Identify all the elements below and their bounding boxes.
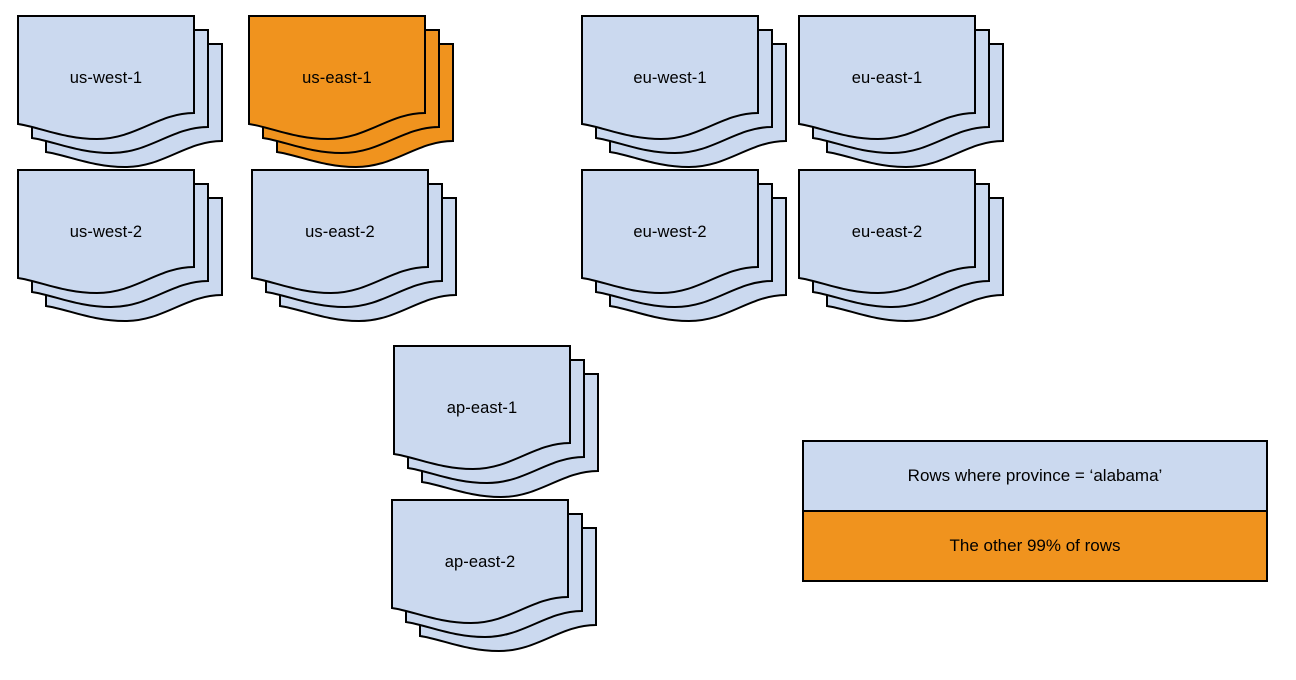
region-stack-ap-east-2[interactable]: ap-east-2 [390,498,598,653]
legend-row-alabama-rows: Rows where province = ‘alabama’ [804,442,1266,512]
document-sheet [248,15,426,141]
document-sheet [581,169,759,295]
document-sheet [798,15,976,141]
region-stack-us-west-2[interactable]: us-west-2 [16,168,224,323]
legend-row-other-rows: The other 99% of rows [804,512,1266,580]
region-stack-eu-east-2[interactable]: eu-east-2 [797,168,1005,323]
region-stack-ap-east-1[interactable]: ap-east-1 [392,344,600,499]
document-sheet [798,169,976,295]
stack-sheets [391,499,597,653]
document-sheet [251,169,429,295]
legend-row-label: Rows where province = ‘alabama’ [907,466,1163,485]
region-stack-eu-west-2[interactable]: eu-west-2 [580,168,788,323]
stack-sheets [798,15,1004,169]
document-sheet [17,169,195,295]
stack-sheets [798,169,1004,323]
legend: Rows where province = ‘alabama’ The other… [802,440,1268,582]
document-sheet [17,15,195,141]
stack-sheets [251,169,457,323]
region-stack-us-east-1[interactable]: us-east-1 [247,14,455,169]
stack-sheets [581,169,787,323]
region-stack-eu-east-1[interactable]: eu-east-1 [797,14,1005,169]
region-stack-us-west-1[interactable]: us-west-1 [16,14,224,169]
stack-sheets [17,169,223,323]
region-stack-eu-west-1[interactable]: eu-west-1 [580,14,788,169]
stack-sheets [248,15,454,169]
legend-row-label: The other 99% of rows [949,536,1121,555]
stack-sheets [17,15,223,169]
region-stack-us-east-2[interactable]: us-east-2 [250,168,458,323]
document-sheet [581,15,759,141]
document-sheet [393,345,571,471]
stack-sheets [581,15,787,169]
stack-sheets [393,345,599,499]
document-sheet [391,499,569,625]
